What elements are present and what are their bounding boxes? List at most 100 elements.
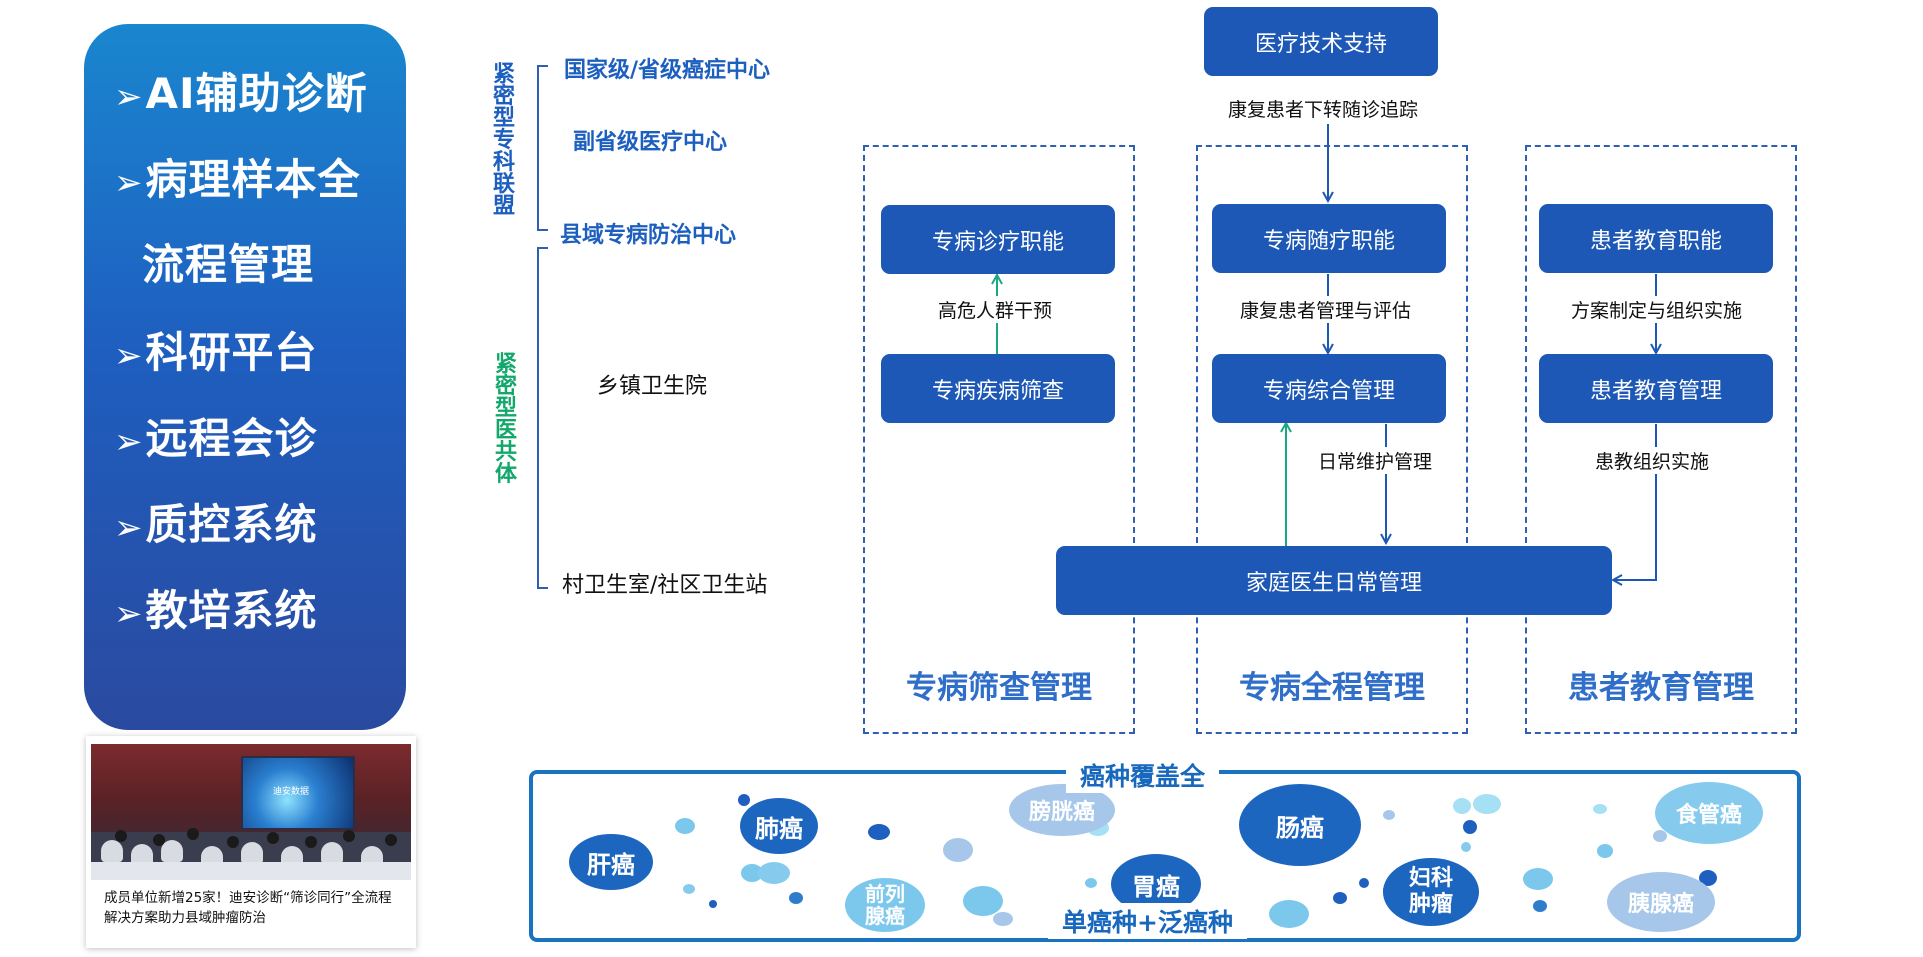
decor-dot <box>1359 878 1369 888</box>
person <box>115 830 127 842</box>
decor-dot <box>683 884 695 894</box>
chair <box>241 842 263 864</box>
presentation-screen: 迪安数据 <box>241 756 355 830</box>
feature-label: 科研平台 <box>145 328 318 377</box>
person <box>267 832 279 844</box>
cancer-liver: 肝癌 <box>569 834 653 890</box>
decor-dot <box>1533 900 1547 912</box>
decor-dot <box>758 862 790 884</box>
feature-label: AI辅助诊断 <box>145 69 368 118</box>
feature-training: ➢教培系统 <box>114 577 318 638</box>
box-followup[interactable]: 专病随疗职能 <box>1212 204 1446 273</box>
decor-dot <box>1085 878 1097 888</box>
decor-dot <box>738 794 750 806</box>
box-edu-management[interactable]: 患者教育管理 <box>1539 354 1773 423</box>
cancer-lung: 肺癌 <box>740 798 818 854</box>
decor-dot <box>1597 844 1613 858</box>
person <box>343 830 355 842</box>
decor-dot <box>1699 870 1717 886</box>
decor-dot <box>1523 868 1553 890</box>
decor-dot <box>1269 900 1309 928</box>
tier-village: 村卫生室/社区卫生站 <box>562 573 768 598</box>
bracket-community <box>537 247 548 589</box>
decor-dot <box>1593 804 1607 814</box>
cancer-gynecologic: 妇科 肿瘤 <box>1383 858 1479 926</box>
cancer-coverage-panel: 肝癌 肺癌 膀胱癌 前列 腺癌 胃癌 肠癌 妇科 肿瘤 食管癌 胰腺癌 <box>529 770 1801 942</box>
feature-ai-diagnosis: ➢AI辅助诊断 <box>114 60 368 121</box>
person <box>227 836 239 848</box>
tier-subprovincial: 副省级医疗中心 <box>573 130 728 155</box>
box-integrated[interactable]: 专病综合管理 <box>1212 354 1446 423</box>
edge-edu-org-label: 患教组织实施 <box>1595 447 1710 474</box>
decor-dot <box>709 900 717 908</box>
cancer-gyn-line1: 妇科 <box>1408 866 1453 891</box>
decor-dot <box>789 892 803 904</box>
feature-label: 质控系统 <box>145 500 318 549</box>
feature-panel: ➢AI辅助诊断 ➢病理样本全 流程管理 ➢科研平台 ➢远程会诊 ➢质控系统 ➢教… <box>84 24 406 730</box>
decor-dot <box>993 912 1013 926</box>
person <box>187 828 199 840</box>
feature-research: ➢科研平台 <box>114 319 318 380</box>
cancer-prostate: 前列 腺癌 <box>845 878 925 932</box>
front-row <box>91 862 411 880</box>
person <box>305 836 317 848</box>
edge-daily-label: 日常维护管理 <box>1318 447 1433 474</box>
edge-rehab-label: 康复患者管理与评估 <box>1240 296 1412 323</box>
decor-dot <box>943 838 973 862</box>
tier-county: 县域专病防治中心 <box>560 223 737 248</box>
decor-dot <box>1333 892 1347 904</box>
box-diagnosis[interactable]: 专病诊疗职能 <box>881 205 1115 274</box>
column-fullcourse-title: 专病全程管理 <box>1239 670 1425 706</box>
alliance-community-label: 紧密型医共体 <box>494 352 517 487</box>
tier-township: 乡镇卫生院 <box>597 374 708 399</box>
person <box>153 834 165 846</box>
chair <box>321 842 343 864</box>
cancer-esophageal: 食管癌 <box>1655 782 1763 844</box>
box-family-doctor[interactable]: 家庭医生日常管理 <box>1056 546 1612 615</box>
feature-pathology-cont: 流程管理 <box>142 231 314 292</box>
bracket-specialist <box>537 65 548 231</box>
cancer-panel-title-bottom: 单癌种+泛癌种 <box>1048 903 1247 939</box>
cancer-prostate-line1: 前列 <box>865 882 905 906</box>
cancer-pancreatic: 胰腺癌 <box>1607 872 1715 932</box>
edge-plan-label: 方案制定与组织实施 <box>1571 296 1743 323</box>
feature-label: 病理样本全 <box>145 155 361 204</box>
decor-dot <box>1461 842 1471 852</box>
box-tech-support[interactable]: 医疗技术支持 <box>1204 7 1438 76</box>
box-edu-function[interactable]: 患者教育职能 <box>1539 204 1773 273</box>
decor-dot <box>1383 810 1395 820</box>
chair <box>161 840 183 862</box>
column-screening-title: 专病筛查管理 <box>906 670 1092 706</box>
chair <box>131 844 153 866</box>
cancer-gyn-line2: 肿瘤 <box>1408 892 1453 917</box>
column-education-frame <box>1525 145 1797 734</box>
news-card[interactable]: 迪安数据 成员单位新增25家！迪安诊断“筛诊同行”全流程解决方案助力县域肿瘤防治 <box>86 736 416 948</box>
arrow-icon: ➢ <box>114 77 144 117</box>
feature-label: 远程会诊 <box>145 414 318 463</box>
column-education-title: 患者教育管理 <box>1568 670 1754 706</box>
tier-national: 国家级/省级癌症中心 <box>564 58 771 83</box>
person <box>385 834 397 846</box>
arrow-edu-org <box>1614 424 1657 580</box>
box-screening[interactable]: 专病疾病筛查 <box>881 354 1115 423</box>
screen-text: 迪安数据 <box>273 787 310 797</box>
feature-qc: ➢质控系统 <box>114 491 318 552</box>
feature-label: 流程管理 <box>142 240 315 289</box>
column-fullcourse-frame <box>1196 145 1468 734</box>
cancer-prostate-line2: 腺癌 <box>865 904 905 928</box>
arrow-icon: ➢ <box>114 594 144 634</box>
decor-dot <box>1473 794 1501 814</box>
cancer-panel-title-top: 癌种覆盖全 <box>1066 757 1220 793</box>
arrow-icon: ➢ <box>114 336 144 376</box>
decor-dot <box>963 886 1003 916</box>
alliance-specialist-label: 紧密型专科联盟 <box>492 62 515 219</box>
feature-remote: ➢远程会诊 <box>114 405 318 466</box>
arrow-icon: ➢ <box>114 508 144 548</box>
arrow-icon: ➢ <box>114 163 144 203</box>
decor-dot <box>1653 830 1667 842</box>
edge-high-risk-label: 高危人群干预 <box>938 296 1053 323</box>
edge-referral-label: 康复患者下转随诊追踪 <box>1228 99 1419 121</box>
column-screening-frame <box>863 145 1135 734</box>
news-caption[interactable]: 成员单位新增25家！迪安诊断“筛诊同行”全流程解决方案助力县域肿瘤防治 <box>104 890 392 926</box>
decor-dot <box>675 818 695 834</box>
